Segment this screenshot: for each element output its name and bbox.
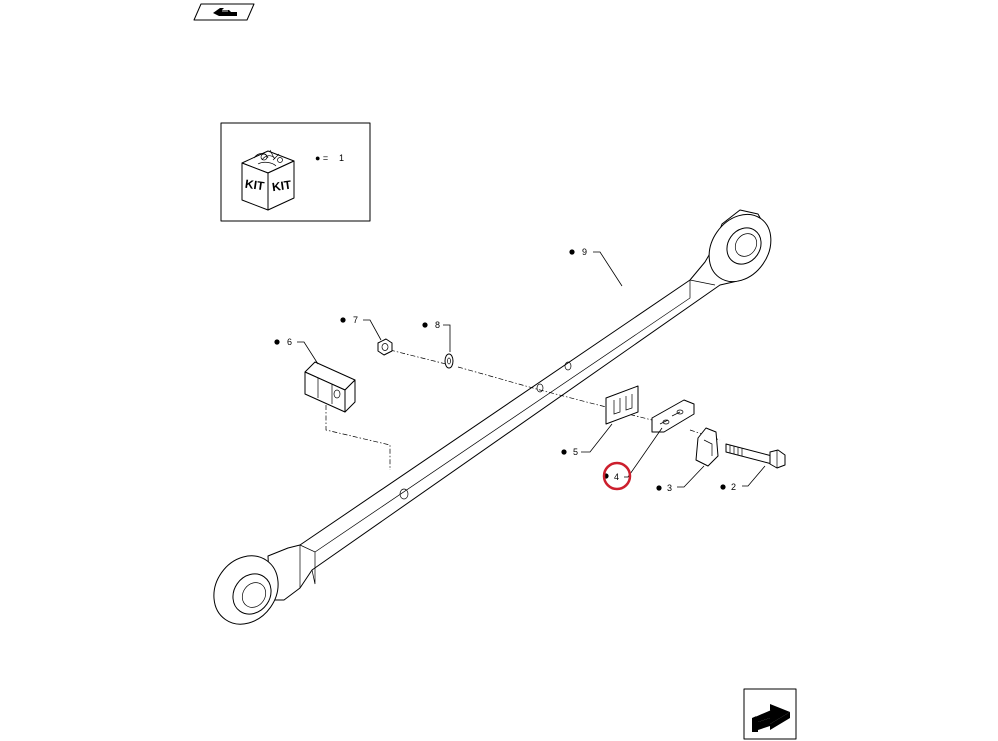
previous-page-button[interactable] (193, 3, 255, 21)
callout-4[interactable]: 4 (602, 461, 632, 491)
callout-label-3: 3 (667, 483, 672, 493)
callout-9[interactable]: 9 (569, 247, 587, 257)
slotted-plate-part (605, 385, 639, 425)
callout-label-7: 7 (353, 315, 358, 325)
next-page-button[interactable] (743, 688, 797, 740)
lower-link-arm (213, 209, 772, 625)
kit-symbol: ● = (315, 153, 328, 163)
kit-box-icon: KIT KIT (241, 149, 295, 211)
u-bracket-part (304, 361, 356, 413)
callout-label-9: 9 (582, 247, 587, 257)
callout-label-5: 5 (573, 447, 578, 457)
bolt-part (725, 443, 786, 469)
callout-5[interactable]: 5 (561, 447, 578, 457)
kit-label-left: KIT (244, 177, 266, 194)
kit-legend-box: KIT KIT ● = 1 (220, 122, 371, 222)
hook-block-part (695, 427, 719, 467)
hand-pointing-left-icon (213, 8, 237, 16)
highlight-ring (602, 461, 632, 491)
kit-item-number: 1 (339, 153, 344, 163)
nut-part (377, 338, 393, 356)
callout-8[interactable]: 8 (422, 320, 440, 330)
washer-part (444, 353, 454, 369)
callout-6[interactable]: 6 (274, 337, 292, 347)
adjuster-plate-part (651, 399, 695, 433)
callout-label-6: 6 (287, 337, 292, 347)
kit-label-right: KIT (271, 178, 293, 195)
callout-3[interactable]: 3 (656, 483, 672, 493)
callout-label-2: 2 (731, 482, 736, 492)
callout-label-8: 8 (435, 320, 440, 330)
callout-label-4: 4 (614, 472, 619, 482)
callout-7[interactable]: 7 (340, 315, 358, 325)
callout-leaders (297, 251, 766, 488)
arrow-forward-icon (752, 704, 790, 732)
callout-2[interactable]: 2 (720, 482, 736, 492)
